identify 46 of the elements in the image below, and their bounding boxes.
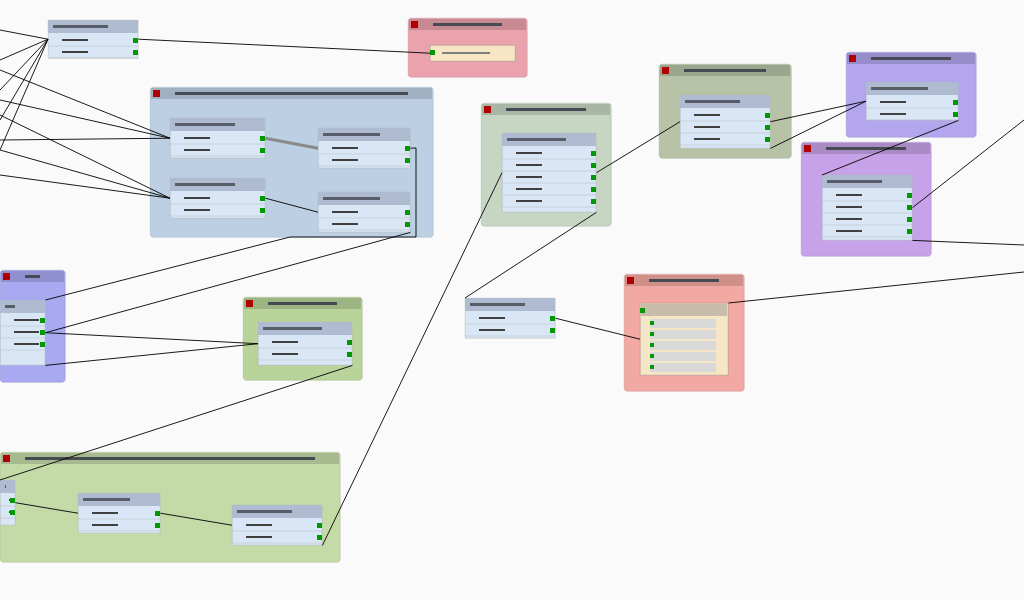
connector-line	[769, 100, 867, 149]
transformer-box	[501, 133, 597, 213]
connector-line	[0, 38, 49, 121]
connector-line	[0, 69, 171, 139]
connector-line	[769, 100, 867, 123]
connector-line	[265, 136, 319, 150]
transformer-box	[317, 128, 411, 169]
connector-line	[0, 99, 171, 139]
connector-line	[0, 38, 49, 151]
connector-line	[137, 38, 431, 54]
connector-line	[14, 502, 79, 514]
transformer-box	[821, 175, 913, 241]
transformer-box	[0, 480, 16, 526]
transformer-box	[231, 505, 323, 546]
connector-line	[44, 231, 411, 334]
transformer-box	[679, 95, 771, 149]
connector-line	[321, 172, 503, 546]
connector-line	[911, 119, 1024, 209]
writer-box	[430, 45, 516, 62]
transformer-box	[865, 82, 959, 121]
connector-line	[159, 512, 233, 526]
writer-box	[640, 303, 729, 376]
transformer-box	[169, 178, 266, 219]
transformer-box	[0, 300, 46, 366]
connector-line	[727, 271, 1024, 304]
connector-line	[0, 38, 49, 91]
connector-line	[464, 211, 597, 299]
connector-line	[911, 239, 1024, 246]
connector-line	[44, 343, 259, 366]
transformer-box	[257, 322, 353, 366]
connector-line	[264, 197, 319, 213]
transformer-box	[464, 298, 556, 339]
transformer-box	[77, 493, 161, 534]
connector-line	[0, 137, 171, 141]
connector-line	[0, 29, 49, 40]
connector-line	[44, 147, 417, 301]
transformer-box	[169, 118, 266, 159]
connector-line	[554, 317, 641, 340]
connector-line	[0, 174, 171, 199]
connector-line	[821, 119, 959, 176]
connector-line	[0, 364, 353, 481]
transformer-box	[47, 20, 139, 59]
connector-line	[0, 114, 171, 199]
connector-line	[595, 121, 681, 174]
connector-line	[0, 38, 49, 61]
transformer-box	[317, 192, 411, 233]
